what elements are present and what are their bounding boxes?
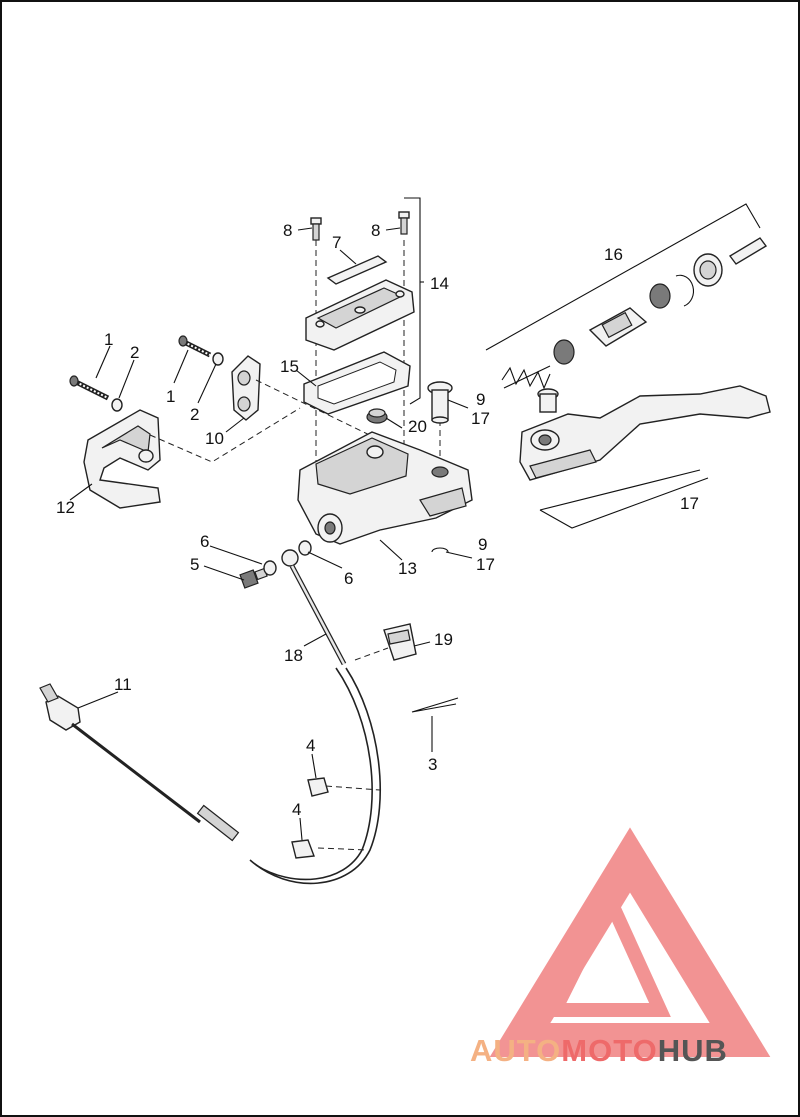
callout-10: 10 xyxy=(205,429,224,448)
line-clip-19 xyxy=(383,623,417,661)
logo-part-moto: MOTO xyxy=(561,1033,658,1068)
assembly-dash-2 xyxy=(255,379,381,441)
assembly-dash-6 xyxy=(354,647,389,661)
retaining-ring-17-lower xyxy=(431,547,449,553)
callout-4-upper: 4 xyxy=(306,736,315,755)
boot-16 xyxy=(693,253,723,287)
o-ring-16 xyxy=(649,283,671,309)
callout-16: 16 xyxy=(604,245,623,264)
callout-1-left: 1 xyxy=(104,330,113,349)
washer-6-b xyxy=(298,540,312,556)
cotter-pin-3 xyxy=(411,697,459,713)
pushrod-16 xyxy=(728,237,768,265)
plug-20 xyxy=(366,408,388,424)
callout-8-left: 8 xyxy=(283,221,292,240)
snap-ring-16 xyxy=(675,274,695,307)
callout-17-upper: 17 xyxy=(471,409,490,428)
callout-18: 18 xyxy=(284,646,303,665)
callout-3: 3 xyxy=(428,755,437,774)
callout-13: 13 xyxy=(398,559,417,578)
leader-lines xyxy=(69,227,473,841)
callout-6-lower: 6 xyxy=(344,569,353,588)
perch-clamp-12 xyxy=(83,409,161,509)
watermark-logo-icon xyxy=(489,827,771,1057)
logo-part-auto: AUTO xyxy=(470,1033,562,1068)
callout-15: 15 xyxy=(280,357,299,376)
callout-17-lever: 17 xyxy=(680,494,699,513)
master-cylinder-13 xyxy=(297,431,473,545)
callout-12: 12 xyxy=(56,498,75,517)
callout-19: 19 xyxy=(434,630,453,649)
callout-20: 20 xyxy=(408,417,427,436)
callout-4-lower: 4 xyxy=(292,800,301,819)
callout-11: 11 xyxy=(114,675,132,694)
pivot-pin-9 xyxy=(427,381,453,424)
screw-1-left xyxy=(69,375,110,401)
banjo-bolt-5 xyxy=(239,567,268,589)
washer-6-a xyxy=(263,560,277,576)
callout-2-left: 2 xyxy=(130,343,139,362)
brand-logo-text: AUTOMOTOHUB xyxy=(470,1033,728,1069)
bracket-16 xyxy=(485,203,761,351)
hose-fitting-11 xyxy=(39,683,240,842)
reservoir-cover-14 xyxy=(305,279,415,351)
brake-line-cable xyxy=(249,667,382,885)
callout-2-center: 2 xyxy=(190,405,199,424)
cup-seal-16 xyxy=(553,339,575,365)
callout-9-lower: 9 xyxy=(478,535,487,554)
clip-4-upper xyxy=(307,777,329,797)
assembly-dash-1 xyxy=(149,407,301,463)
callout-14: 14 xyxy=(430,274,449,293)
piston-16 xyxy=(588,307,648,347)
logo-part-hub: HUB xyxy=(657,1033,728,1068)
callout-7: 7 xyxy=(332,233,341,252)
callout-9-upper: 9 xyxy=(476,390,485,409)
callout-5: 5 xyxy=(190,555,199,574)
cover-screw-8-right xyxy=(398,211,410,235)
cover-screw-8-left xyxy=(310,217,322,241)
banjo-fitting xyxy=(281,549,299,567)
bushing-17 xyxy=(537,388,559,413)
callout-labels: 1 2 1 2 10 12 8 8 7 14 15 20 9 17 16 17 … xyxy=(56,221,699,819)
brake-lever-17 xyxy=(519,385,771,481)
bracket-14 xyxy=(404,197,421,405)
washer-2-left xyxy=(111,398,123,412)
bracket-17 xyxy=(539,469,709,529)
callout-6-upper: 6 xyxy=(200,532,209,551)
callout-17-lower: 17 xyxy=(476,555,495,574)
clip-4-lower xyxy=(291,839,315,859)
callout-8-right: 8 xyxy=(371,221,380,240)
assembly-dash-8 xyxy=(317,847,369,851)
cover-insert-7 xyxy=(326,255,388,285)
spring-16 xyxy=(501,365,551,390)
clamp-10 xyxy=(231,355,261,421)
washer-2-center xyxy=(212,352,224,366)
gasket-15 xyxy=(303,351,411,415)
assembly-dash-7 xyxy=(325,785,381,791)
callout-1-center: 1 xyxy=(166,387,175,406)
screw-1-center xyxy=(178,335,212,358)
